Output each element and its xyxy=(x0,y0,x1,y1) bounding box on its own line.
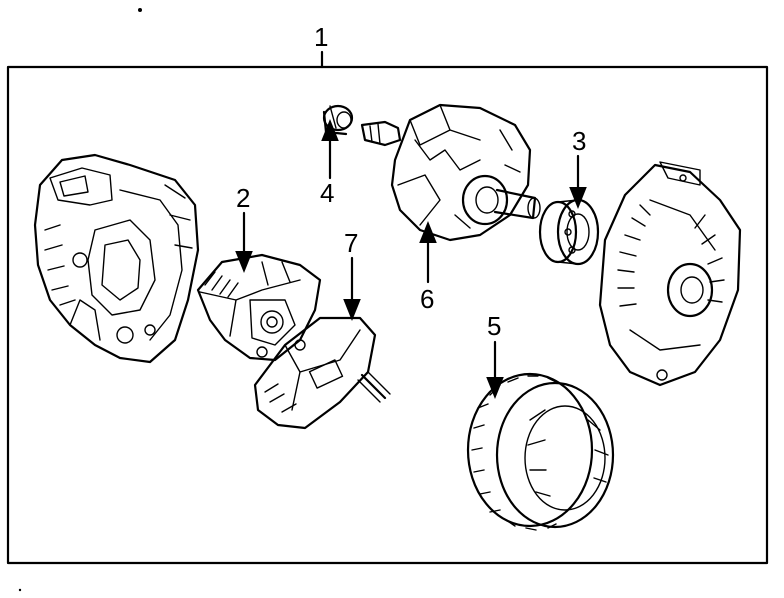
callout-4-label: 4 xyxy=(320,178,334,208)
callout-5: 5 xyxy=(486,311,504,399)
callout-4: 4 xyxy=(320,119,339,208)
callout-7-label: 7 xyxy=(344,228,358,258)
callout-1-label: 1 xyxy=(314,22,328,52)
callout-6-label: 6 xyxy=(420,284,434,314)
assembly-frame xyxy=(6,65,769,565)
brush-holder-icon xyxy=(253,316,391,430)
speck xyxy=(18,588,22,592)
rotor-icon xyxy=(360,103,541,242)
bushing-icon xyxy=(322,104,354,136)
bearing-icon xyxy=(538,198,600,266)
callout-3-label: 3 xyxy=(572,126,586,156)
speck xyxy=(138,8,142,12)
callout-5-label: 5 xyxy=(487,311,501,341)
callout-3: 3 xyxy=(569,126,587,209)
front-housing-icon xyxy=(598,161,742,387)
callout-7: 7 xyxy=(343,228,361,321)
rear-housing-icon xyxy=(33,153,200,364)
callout-2-label: 2 xyxy=(236,183,250,213)
callout-2: 2 xyxy=(235,183,253,273)
stator-icon xyxy=(466,372,615,531)
regulator-icon xyxy=(196,253,322,362)
callout-6: 6 xyxy=(419,221,437,314)
callout-1: 1 xyxy=(314,22,328,69)
